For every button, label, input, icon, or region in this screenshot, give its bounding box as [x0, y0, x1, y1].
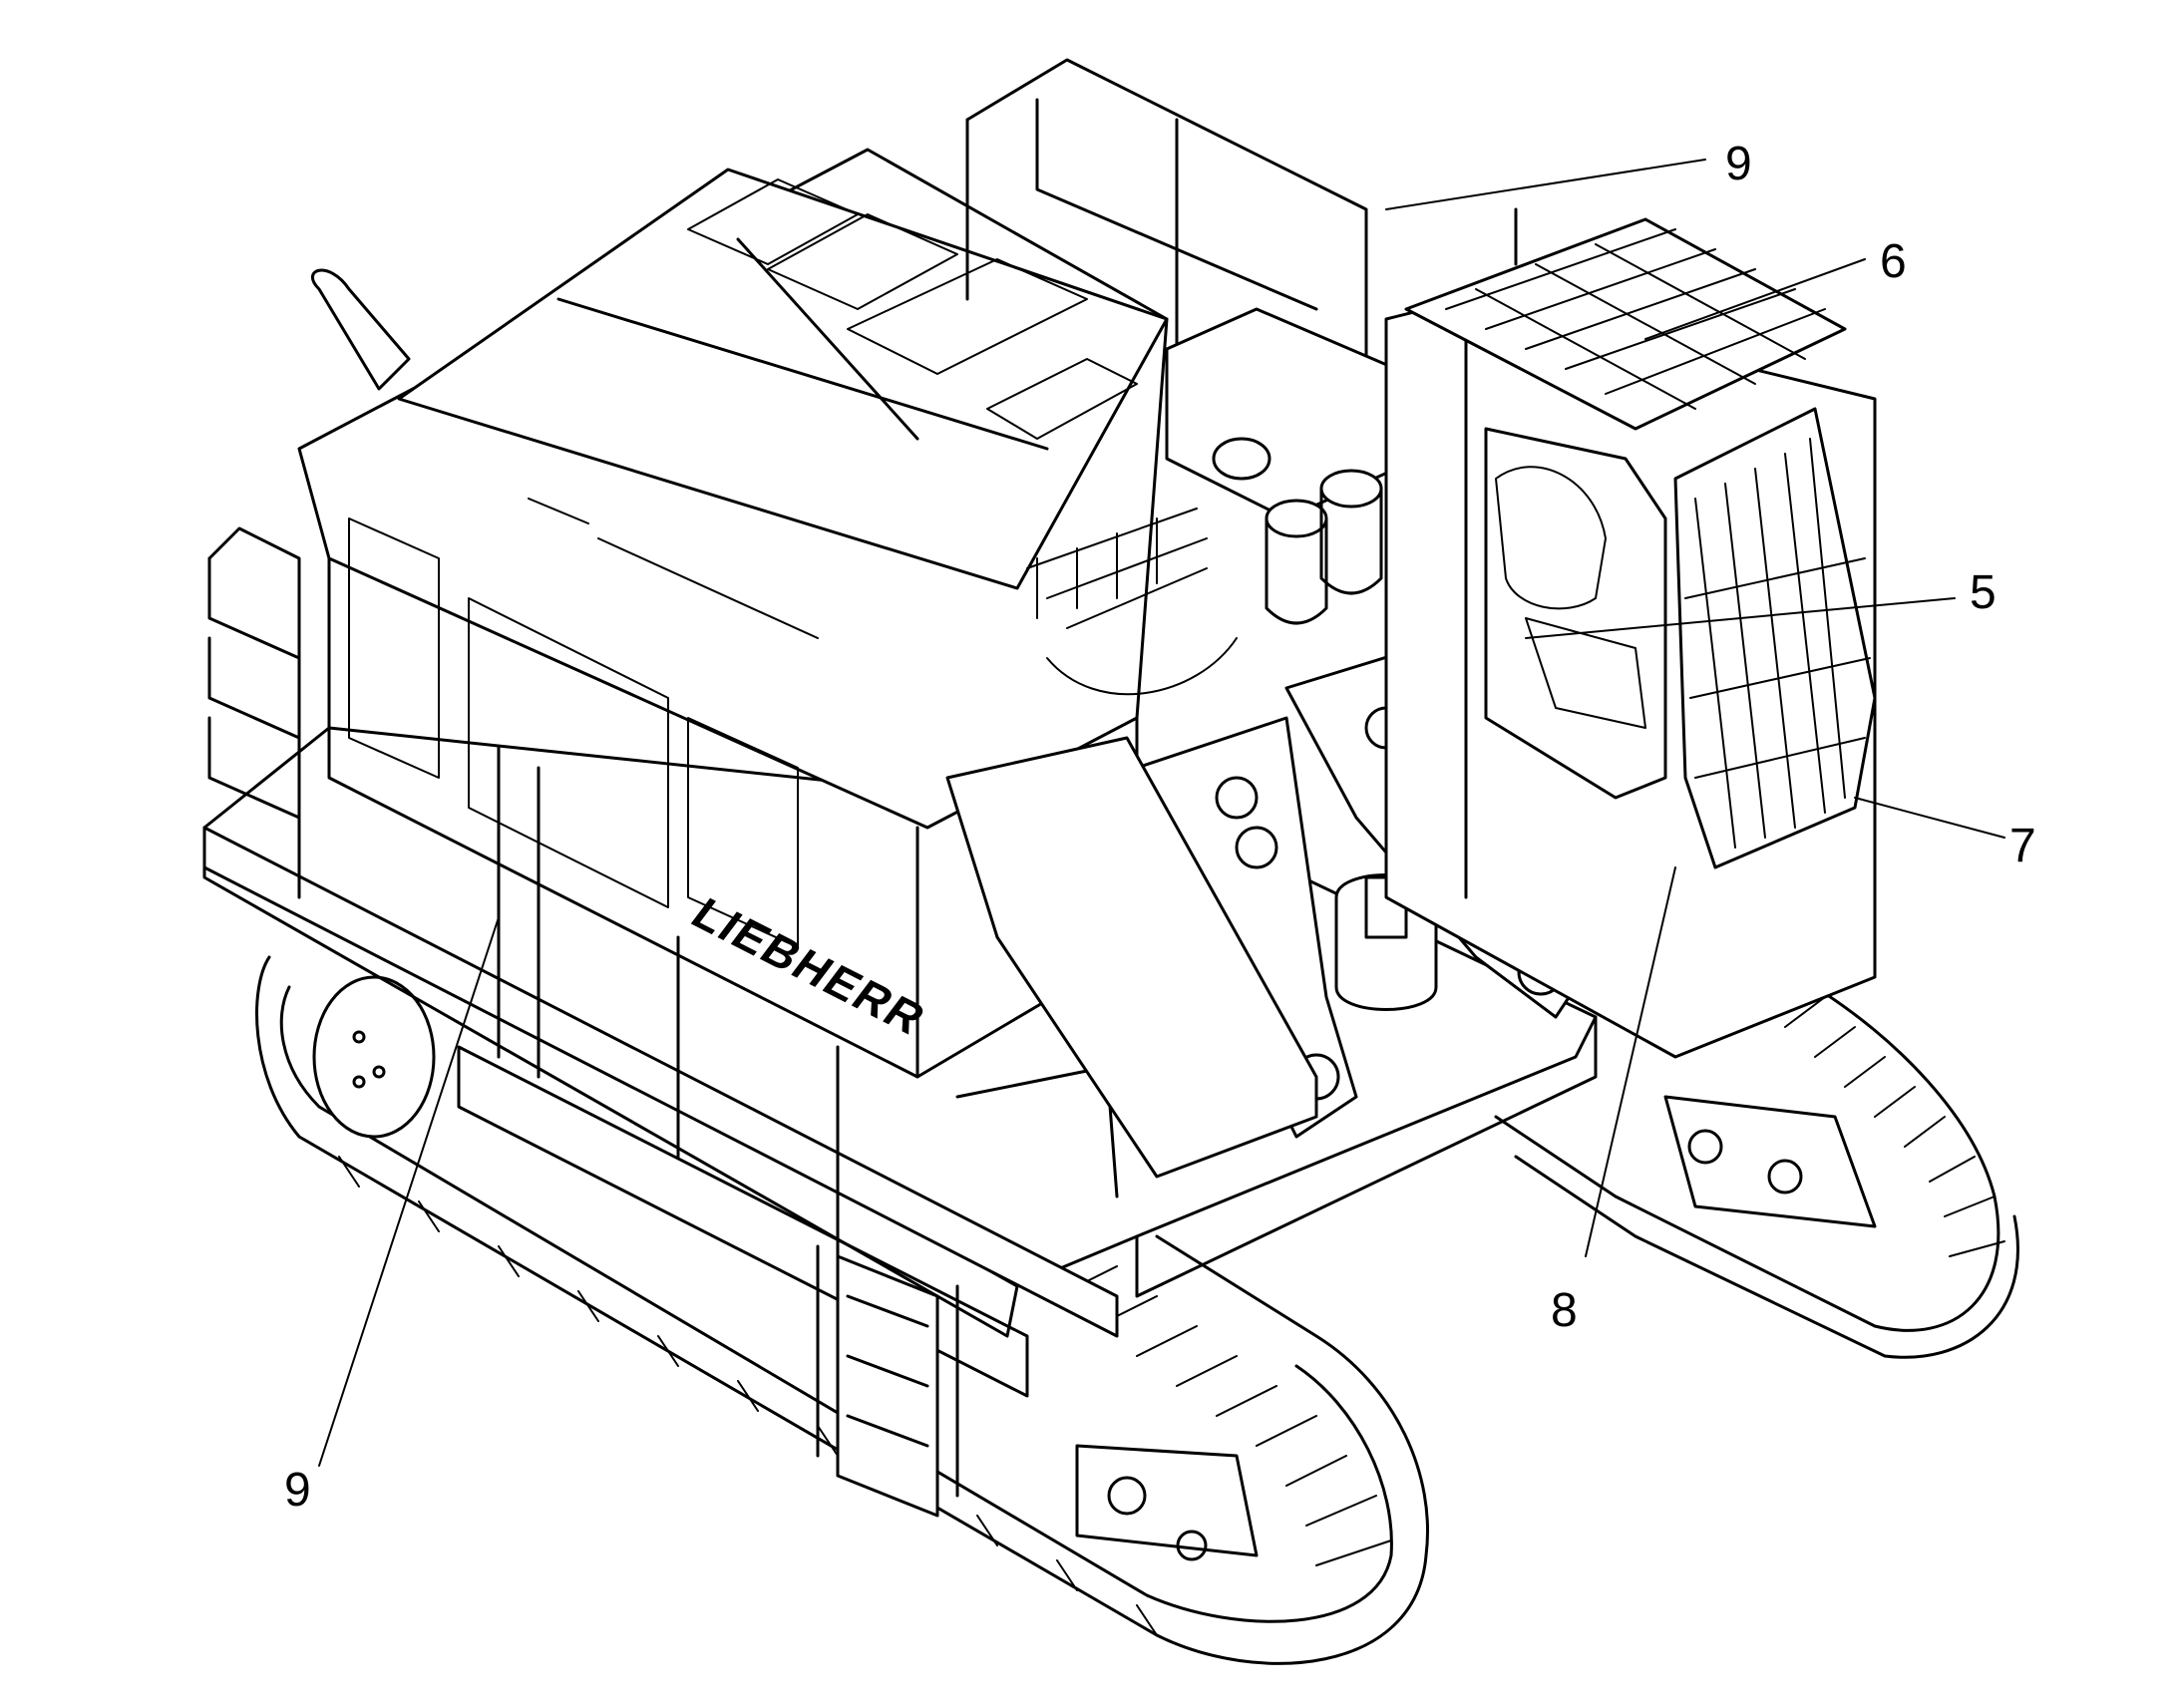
- callout-label-9-top: 9: [1725, 138, 1752, 190]
- leader-5: [1525, 597, 1956, 639]
- callout-label-8: 8: [1551, 1284, 1578, 1337]
- callout-label-7: 7: [2009, 820, 2036, 872]
- leader-9-top: [1385, 159, 1706, 210]
- access-ladder: [816, 1244, 959, 1518]
- left-crawler-track: [255, 955, 1429, 1665]
- callout-label-9-left: 9: [284, 1464, 311, 1517]
- leader-9-left: [318, 916, 500, 1467]
- callout-leaders: [318, 159, 2005, 1467]
- hydraulic-valve-block: [1026, 508, 1238, 696]
- leader-6: [1644, 258, 1866, 340]
- front-side-box: [945, 736, 1318, 1179]
- left-drive-sprocket: [312, 975, 436, 1139]
- leader-7: [1854, 797, 2005, 839]
- right-crawler-track: [1494, 935, 2019, 1359]
- leader-8: [1585, 866, 1676, 1257]
- service-tanks: [1165, 307, 1398, 625]
- operator-cab: [1384, 207, 1877, 1059]
- left-handrails: [207, 526, 1119, 1278]
- callout-label-5: 5: [1970, 566, 1997, 619]
- rear-top-handrail: [965, 58, 1368, 421]
- callout-labels: 9 6 5 7 8 9: [284, 138, 2036, 1517]
- callout-label-6: 6: [1880, 235, 1907, 288]
